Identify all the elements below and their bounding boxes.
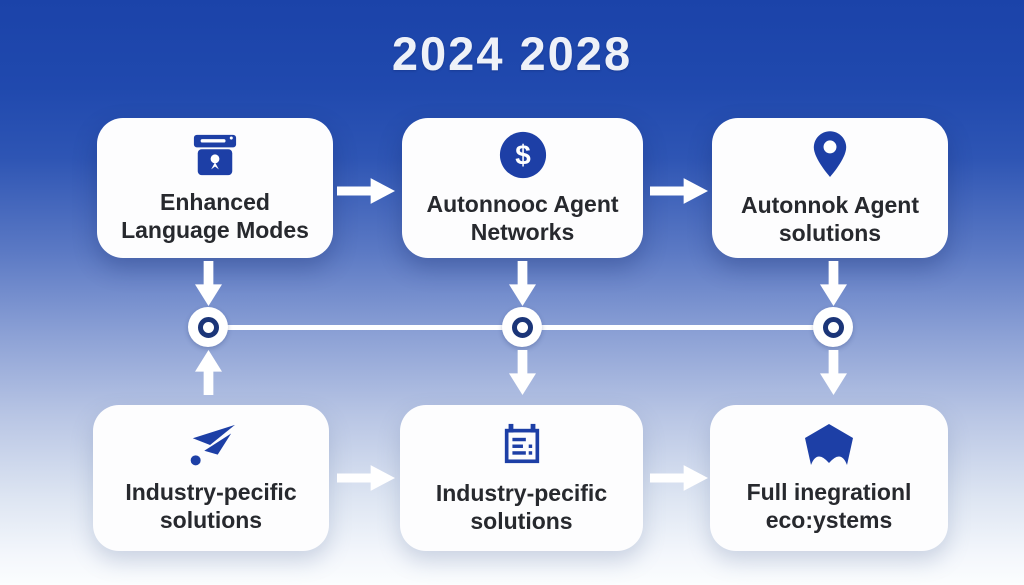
- card-label-line1: Full inegrationl: [746, 478, 912, 505]
- timeline-node-ring: [511, 316, 533, 338]
- arrow-down-icon: [509, 261, 536, 306]
- card-label-line1: Enhanced: [160, 188, 270, 215]
- arrow-up-icon: [195, 350, 222, 395]
- card-autonomous-agent-networks: $ Autonnooc Agent Networks: [402, 118, 643, 258]
- card-label-line2: Networks: [470, 219, 575, 245]
- arrow-down-icon: [820, 350, 847, 395]
- card-label: Industry-pecific solutions: [125, 478, 296, 534]
- card-industry-specific-solutions-1: Industry-pecific solutions: [93, 405, 329, 551]
- card-label-line2: eco:ystems: [765, 507, 893, 533]
- arrow-right-icon: [650, 465, 708, 491]
- timeline-node-ring: [822, 316, 844, 338]
- document-icon: [499, 421, 545, 469]
- card-label-line2: Language Modes: [121, 217, 309, 243]
- card-label: Autonnooc Agent Networks: [426, 190, 618, 246]
- card-label-line1: Autonnooc Agent: [426, 190, 619, 217]
- arrow-right-icon: [337, 465, 395, 491]
- location-pin-icon: [810, 129, 850, 181]
- card-label-line2: solutions: [778, 220, 882, 246]
- card-label: Enhanced Language Modes: [121, 188, 309, 244]
- timeline-node: [188, 307, 228, 347]
- arrow-right-icon: [650, 178, 708, 204]
- timeline-node-ring: [197, 316, 219, 338]
- arrow-down-icon: [820, 261, 847, 306]
- card-label: Industry-pecific solutions: [436, 479, 607, 535]
- card-label: Full inegrationl eco:ystems: [747, 478, 912, 534]
- card-label-line2: solutions: [159, 507, 263, 533]
- card-enhanced-language-models: Enhanced Language Modes: [97, 118, 333, 258]
- arrow-right-icon: [337, 178, 395, 204]
- dollar-symbol: $: [515, 140, 531, 171]
- card-full-integration-ecosystems: Full inegrationl eco:ystems: [710, 405, 948, 551]
- arrow-down-icon: [195, 261, 222, 306]
- arrow-down-icon: [509, 350, 536, 395]
- shield-icon: [801, 422, 857, 468]
- card-autonomous-agent-solutions: Autonnok Agent solutions: [712, 118, 948, 258]
- card-label-line1: Industry-pecific: [435, 479, 608, 506]
- card-label-line2: solutions: [470, 508, 573, 534]
- page-title: 2024 2028: [391, 27, 633, 80]
- dollar-circle-icon: $: [498, 130, 548, 180]
- card-label: Autonnok Agent solutions: [741, 191, 919, 247]
- timeline-node: [813, 307, 853, 347]
- paper-plane-icon: [183, 422, 239, 468]
- card-label-line1: Autonnok Agent: [740, 191, 919, 218]
- card-label-line1: Industry-pecific: [125, 478, 297, 505]
- archive-box-icon: [189, 132, 241, 178]
- timeline-node: [502, 307, 542, 347]
- card-industry-specific-solutions-2: Industry-pecific solutions: [400, 405, 643, 551]
